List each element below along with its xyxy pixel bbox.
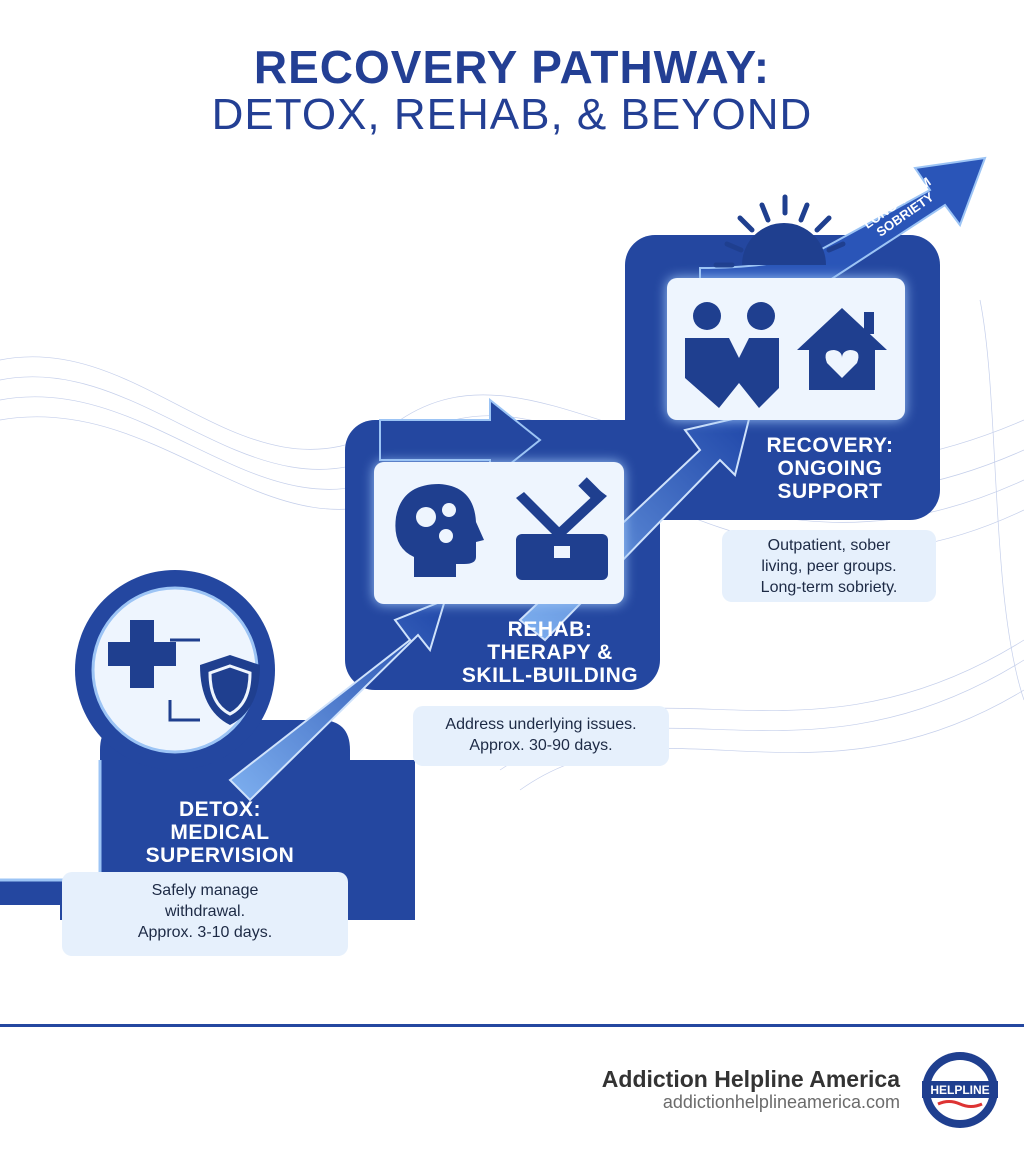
helpline-logo: HELPLINE [922, 1052, 998, 1128]
desc-line: Approx. 30-90 days. [469, 737, 613, 754]
progress-arrow-1 [228, 598, 447, 802]
svg-text:HELPLINE: HELPLINE [930, 1083, 989, 1097]
desc-line: Approx. 3-10 days. [137, 924, 273, 941]
stage-title-line: THERAPY & [487, 641, 613, 664]
sunrise-icon [713, 194, 846, 268]
footer-divider [0, 1024, 1024, 1027]
stage-title-line: SUPERVISION [145, 844, 295, 867]
title-line-2: DETOX, REHAB, & BEYOND [211, 90, 813, 139]
handshake-people-icon [685, 302, 779, 408]
title-line-1: RECOVERY PATHWAY: [253, 41, 771, 93]
stage-title-line: ONGOING [777, 457, 883, 480]
recovery-icons [685, 302, 887, 408]
recovery-description: Outpatient, sober living, peer groups. L… [722, 530, 936, 602]
stage-title-line: SKILL-BUILDING [461, 664, 639, 687]
stage-title-line: RECOVERY: [766, 434, 894, 457]
recovery-title: RECOVERY: ONGOING SUPPORT [720, 434, 940, 503]
detox-description: Safely manage withdrawal. Approx. 3-10 d… [62, 872, 348, 956]
rehab-description: Address underlying issues. Approx. 30-90… [413, 706, 669, 766]
house-heart-icon [797, 308, 887, 390]
head-gears-icon [395, 484, 484, 577]
desc-line: Address underlying issues. [445, 716, 637, 733]
medical-cross-icon [108, 620, 176, 688]
detox-icons [108, 620, 260, 725]
stage-title-line: MEDICAL [170, 821, 270, 844]
toolbox-icon [516, 477, 608, 580]
rehab-icons [395, 477, 608, 580]
footer-brand: Addiction Helpline America [601, 1066, 900, 1092]
stage-title-line: DETOX: [179, 798, 261, 821]
desc-line: Safely manage [151, 882, 259, 899]
desc-line: Outpatient, sober [767, 537, 891, 554]
footer-url[interactable]: addictionhelplineamerica.com [662, 1092, 900, 1112]
desc-line: withdrawal. [164, 903, 246, 920]
desc-line: living, peer groups. [761, 558, 897, 575]
detox-title: DETOX: MEDICAL SUPERVISION [110, 798, 330, 867]
rehab-icon-panel [374, 462, 624, 604]
rehab-title: REHAB: THERAPY & SKILL-BUILDING [440, 618, 660, 687]
recovery-icon-panel [667, 278, 905, 420]
stage-title-line: REHAB: [507, 618, 593, 641]
desc-line: Long-term sobriety. [760, 579, 898, 596]
stage-title-line: SUPPORT [777, 480, 883, 503]
